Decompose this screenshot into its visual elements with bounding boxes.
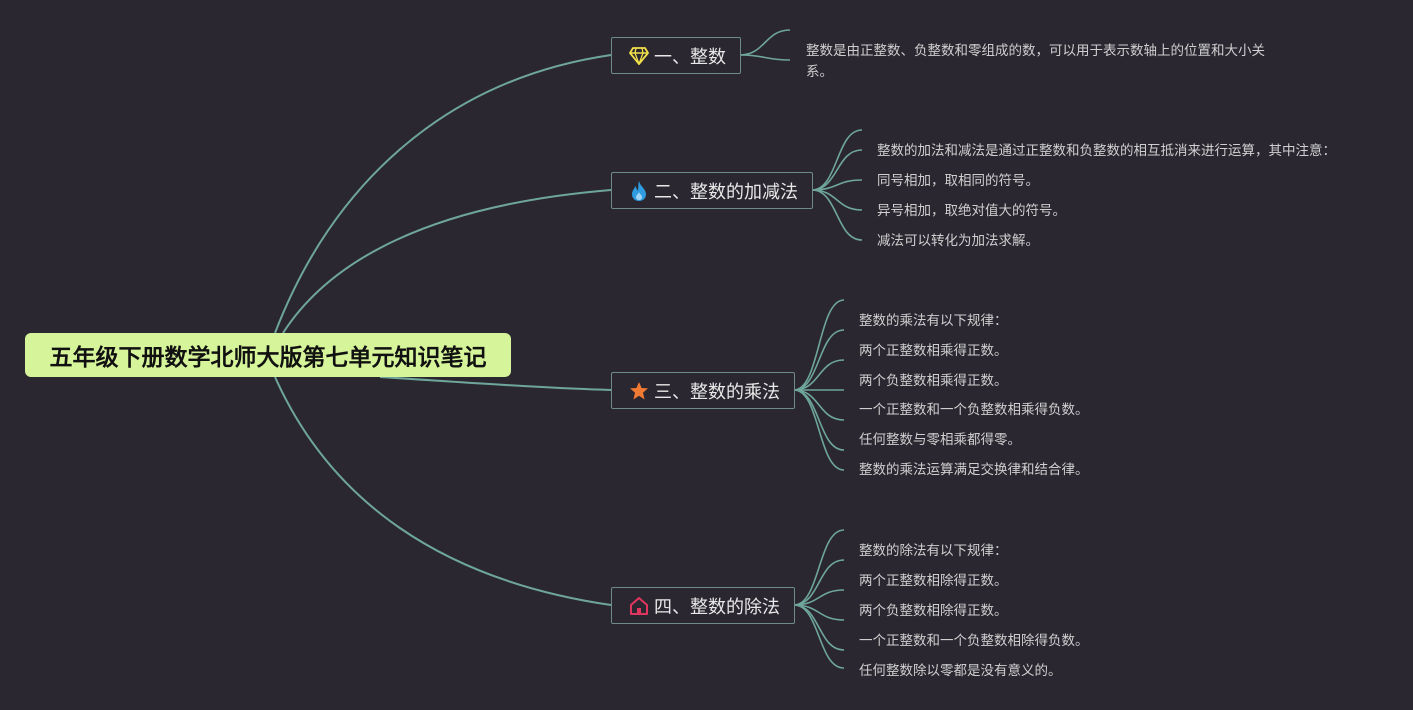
leaf-item: 两个正整数相除得正数。 <box>859 573 1008 589</box>
root-title: 五年级下册数学北师大版第七单元知识笔记 <box>49 345 487 371</box>
leaf-item: 整数的乘法运算满足交换律和结合律。 <box>859 462 1089 478</box>
topic-division[interactable]: 四、整数的除法 <box>611 587 795 624</box>
leaf-item: 一个正整数和一个负整数相乘得负数。 <box>859 402 1089 418</box>
connector-topic-2-leaf-4 <box>811 189 863 211</box>
leaf-item: 整数的除法有以下规律： <box>859 543 1008 559</box>
connector-root-topic-3 <box>379 376 612 391</box>
connector-topic-3-leaf-7 <box>793 389 845 471</box>
star-icon <box>628 380 650 402</box>
topic-multiplication[interactable]: 三、整数的乘法 <box>611 372 795 409</box>
house-icon <box>628 595 650 617</box>
leaf-item: 两个负整数相除得正数。 <box>859 603 1008 619</box>
connector-root-topic-2 <box>282 189 612 334</box>
topic-label: 三、整数的乘法 <box>654 381 780 403</box>
leaf-item: 减法可以转化为加法求解。 <box>877 233 1039 249</box>
topic-label: 二、整数的加减法 <box>654 181 798 203</box>
connector-root-topic-4 <box>274 376 612 606</box>
connector-topic-3-leaf-3 <box>793 359 845 391</box>
connector-topic-4-leaf-2 <box>793 559 845 606</box>
connector-topic-3-leaf-2 <box>793 329 845 391</box>
connector-topic-4-leaf-6 <box>793 604 845 669</box>
connector-topic-3-leaf-5 <box>793 389 845 421</box>
leaf-item: 异号相加，取绝对值大的符号。 <box>877 203 1066 219</box>
leaf-item: 整数的加法和减法是通过正整数和负整数的相互抵消来进行运算，其中注意： <box>877 143 1336 159</box>
connector-topic-2-leaf-2 <box>811 149 863 191</box>
connector-topic-3-leaf-6 <box>793 389 845 451</box>
topic-label: 四、整数的除法 <box>654 596 780 618</box>
connector-topic-1-leaf-b <box>739 54 791 61</box>
topic-label: 一、整数 <box>654 46 726 68</box>
leaf-item: 两个正整数相乘得正数。 <box>859 343 1008 359</box>
leaf-item: 任何整数除以零都是没有意义的。 <box>859 663 1062 679</box>
connector-topic-3-leaf-1 <box>793 299 845 391</box>
flame-icon <box>628 180 650 202</box>
leaf-item: 整数是由正整数、负整数和零组成的数，可以用于表示数轴上的位置和大小关系。 <box>806 43 1265 80</box>
leaf-item: 任何整数与零相乘都得零。 <box>859 432 1021 448</box>
root-topic[interactable]: 五年级下册数学北师大版第七单元知识笔记 <box>25 333 511 377</box>
leaf-item: 两个负整数相乘得正数。 <box>859 373 1008 389</box>
connector-topic-4-leaf-1 <box>793 529 845 606</box>
connector-topic-1-leaf <box>739 29 791 56</box>
leaf-item: 一个正整数和一个负整数相除得负数。 <box>859 633 1089 649</box>
connector-root-topic-1 <box>274 54 612 334</box>
diamond-icon <box>628 45 650 67</box>
leaf-item: 同号相加，取相同的符号。 <box>877 173 1039 189</box>
leaf-item: 整数的乘法有以下规律： <box>859 313 1008 329</box>
connector-topic-2-leaf-5 <box>811 189 863 241</box>
topic-integers[interactable]: 一、整数 <box>611 37 741 74</box>
topic-addition-subtraction[interactable]: 二、整数的加减法 <box>611 172 813 209</box>
